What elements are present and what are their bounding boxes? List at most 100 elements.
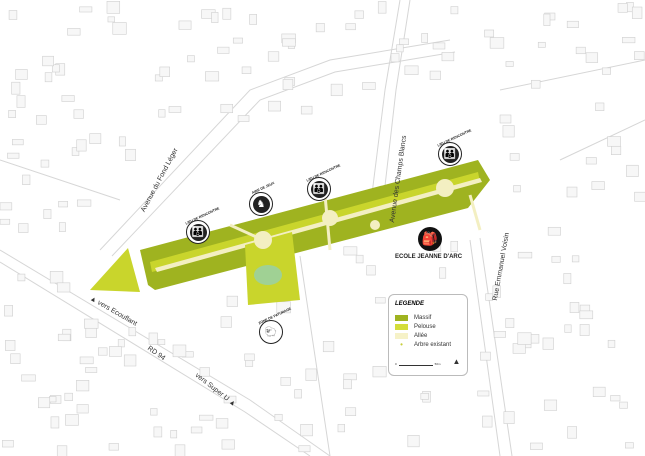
building <box>407 435 420 448</box>
building <box>40 159 50 168</box>
building <box>377 1 387 14</box>
building <box>354 10 364 19</box>
building <box>170 430 178 439</box>
building <box>16 95 26 108</box>
building <box>505 318 515 328</box>
building <box>450 6 459 15</box>
building <box>125 148 136 161</box>
building <box>268 100 281 112</box>
building <box>56 445 68 456</box>
building <box>8 110 16 118</box>
building <box>7 152 20 159</box>
building <box>158 109 166 118</box>
building <box>241 66 252 74</box>
building <box>11 81 21 95</box>
building <box>579 324 590 336</box>
building <box>322 341 335 353</box>
building <box>300 424 313 437</box>
building <box>43 209 52 219</box>
building <box>118 136 126 147</box>
building <box>217 46 230 54</box>
building <box>153 426 163 438</box>
building <box>404 65 419 75</box>
building <box>531 79 541 89</box>
legend-label: Pelouse <box>414 323 436 330</box>
legend-item-massif: Massif <box>395 313 461 322</box>
school-marker[interactable]: 🎒 ECOLE JEANNE D'ARC <box>395 227 462 260</box>
pelouse-triangle <box>90 248 140 292</box>
building <box>502 125 515 138</box>
building <box>17 273 26 282</box>
building <box>5 340 16 351</box>
building <box>58 222 66 232</box>
building <box>4 305 13 317</box>
building <box>76 139 87 152</box>
people-icon: 👪 <box>441 145 459 163</box>
building <box>362 82 376 90</box>
building <box>220 103 233 114</box>
building <box>585 52 599 63</box>
building <box>215 418 229 429</box>
building <box>509 153 520 161</box>
legend-label: Allée <box>414 332 428 339</box>
building <box>12 139 24 146</box>
building <box>73 109 84 119</box>
building <box>15 69 28 80</box>
building <box>489 37 505 49</box>
building <box>634 51 645 60</box>
building <box>220 316 232 328</box>
building <box>530 442 543 450</box>
building <box>21 374 36 382</box>
building <box>8 10 18 20</box>
building <box>441 52 455 62</box>
building <box>343 246 358 256</box>
building <box>221 439 235 450</box>
building <box>0 218 11 225</box>
building <box>282 38 296 47</box>
building <box>399 38 409 45</box>
building <box>513 185 521 193</box>
building <box>480 351 491 361</box>
building <box>222 7 232 20</box>
building <box>280 376 291 386</box>
building <box>223 395 237 404</box>
building <box>267 51 280 62</box>
building <box>345 407 357 416</box>
building <box>542 337 554 350</box>
building <box>432 42 446 50</box>
building <box>517 251 533 259</box>
building <box>631 6 643 19</box>
building <box>390 53 400 63</box>
building <box>492 285 501 298</box>
building <box>174 444 186 456</box>
building <box>610 395 621 402</box>
building <box>619 401 628 409</box>
building <box>0 202 13 211</box>
building <box>622 37 636 44</box>
building <box>517 332 532 345</box>
building <box>611 145 622 155</box>
building <box>249 14 257 25</box>
building <box>67 28 81 36</box>
building <box>625 442 634 449</box>
building <box>199 367 210 377</box>
north-arrow-icon: ▲ <box>452 357 461 366</box>
building <box>51 64 60 73</box>
building <box>168 106 182 113</box>
people-icon: 👪 <box>189 223 207 241</box>
building <box>579 310 594 320</box>
building <box>79 6 93 13</box>
building <box>484 29 495 38</box>
building <box>76 199 92 207</box>
building <box>36 115 47 125</box>
pond <box>254 265 282 285</box>
building <box>429 70 441 80</box>
scale-bar: 0 50m ▲ <box>395 357 461 366</box>
building <box>355 254 364 264</box>
building <box>543 13 551 26</box>
building <box>343 373 357 381</box>
